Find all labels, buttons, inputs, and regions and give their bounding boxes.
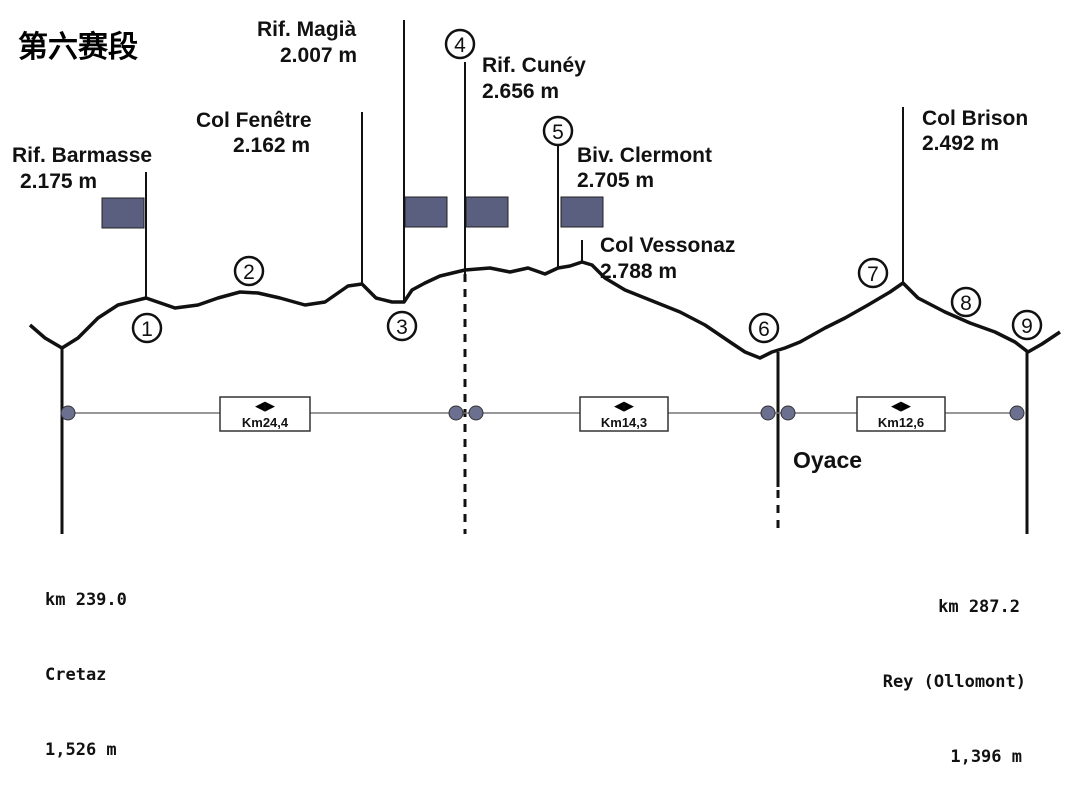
end-place: Rey (Ollomont) <box>882 672 1026 692</box>
segment-box-3: ◀▶ Km12,6 <box>856 396 946 432</box>
waypoint-3: 3 <box>386 310 418 342</box>
peak-label-vessonaz: Col Vessonaz 2.788 m <box>600 234 735 283</box>
elevation-profile-diagram: 第六赛段 ◀▶ Km24,4 <box>12 18 1061 534</box>
peak-label-magia: Rif. Magià 2.007 m <box>257 18 357 67</box>
segment-box-2: ◀▶ Km14,3 <box>579 396 669 432</box>
peak-label-barmasse: Rif. Barmasse 2.175 m <box>12 144 152 193</box>
start-info: km 239.0 Cretaz 1,526 m <box>45 538 127 788</box>
waypoint-7: 7 <box>857 257 889 289</box>
waypoint-2: 2 <box>233 255 265 287</box>
svg-text:3: 3 <box>396 316 408 339</box>
segment-box-1: ◀▶ Km24,4 <box>219 396 311 432</box>
svg-text:4: 4 <box>454 34 466 57</box>
svg-text:2.007 m: 2.007 m <box>280 44 357 67</box>
svg-text:2.175 m: 2.175 m <box>20 170 97 193</box>
segment-label-3: Km12,6 <box>878 415 924 430</box>
svg-text:7: 7 <box>867 263 879 286</box>
svg-text:1: 1 <box>141 318 153 341</box>
svg-text:2.788 m: 2.788 m <box>600 260 677 283</box>
end-km: km 287.2 <box>938 597 1020 617</box>
svg-text:◀▶: ◀▶ <box>614 399 634 414</box>
waypoint-6: 6 <box>748 312 780 344</box>
svg-text:Biv. Clermont: Biv. Clermont <box>577 144 712 167</box>
hut-marker-magia <box>404 196 448 228</box>
svg-text:6: 6 <box>758 318 770 341</box>
village-label: Oyace <box>793 447 862 473</box>
segment-label-2: Km14,3 <box>601 415 647 430</box>
svg-text:2.162 m: 2.162 m <box>233 134 310 157</box>
svg-text:Rif. Barmasse: Rif. Barmasse <box>12 144 152 167</box>
start-km: km 239.0 <box>45 590 127 610</box>
svg-text:9: 9 <box>1021 315 1033 338</box>
svg-text:2.656 m: 2.656 m <box>482 80 559 103</box>
waypoint-5: 5 <box>542 115 574 147</box>
peak-label-clermont: Biv. Clermont 2.705 m <box>577 144 712 192</box>
end-info: km 287.2 Rey (Ollomont) 1,396 m <box>883 545 1026 795</box>
hut-markers <box>101 196 604 229</box>
waypoint-1: 1 <box>131 312 163 344</box>
start-elevation: 1,526 m <box>45 740 117 760</box>
segment-label-1: Km24,4 <box>242 415 289 430</box>
waypoint-8: 8 <box>950 286 982 318</box>
svg-text:◀▶: ◀▶ <box>891 399 911 414</box>
svg-text:8: 8 <box>960 292 972 315</box>
leader-lines <box>145 20 904 302</box>
svg-text:Rif. Cunéy: Rif. Cunéy <box>482 54 586 77</box>
svg-text:2.705 m: 2.705 m <box>577 169 654 192</box>
stage-posts <box>60 348 1029 534</box>
hut-marker-cuney <box>465 196 509 228</box>
peak-label-brison: Col Brison 2.492 m <box>922 107 1028 155</box>
svg-text:2.492 m: 2.492 m <box>922 132 999 155</box>
svg-text:2: 2 <box>243 261 255 284</box>
svg-text:Col Brison: Col Brison <box>922 107 1028 130</box>
peak-label-cuney: Rif. Cunéy 2.656 m <box>482 54 586 103</box>
svg-text:Col Vessonaz: Col Vessonaz <box>600 234 735 257</box>
waypoint-9: 9 <box>1011 309 1043 341</box>
start-place: Cretaz <box>45 665 107 685</box>
terrain-profile <box>28 260 1061 360</box>
hut-marker-barmasse <box>101 197 145 229</box>
peak-label-fenetre: Col Fenêtre 2.162 m <box>196 109 312 157</box>
stage-title: 第六赛段 <box>18 30 138 65</box>
end-elevation: 1,396 m <box>950 747 1022 767</box>
svg-text:Rif. Magià: Rif. Magià <box>257 18 356 41</box>
svg-text:5: 5 <box>552 121 564 144</box>
svg-text:Col Fenêtre: Col Fenêtre <box>196 109 312 132</box>
waypoint-4: 4 <box>444 28 476 60</box>
hut-marker-clermont <box>560 196 604 228</box>
svg-text:◀▶: ◀▶ <box>255 399 275 414</box>
